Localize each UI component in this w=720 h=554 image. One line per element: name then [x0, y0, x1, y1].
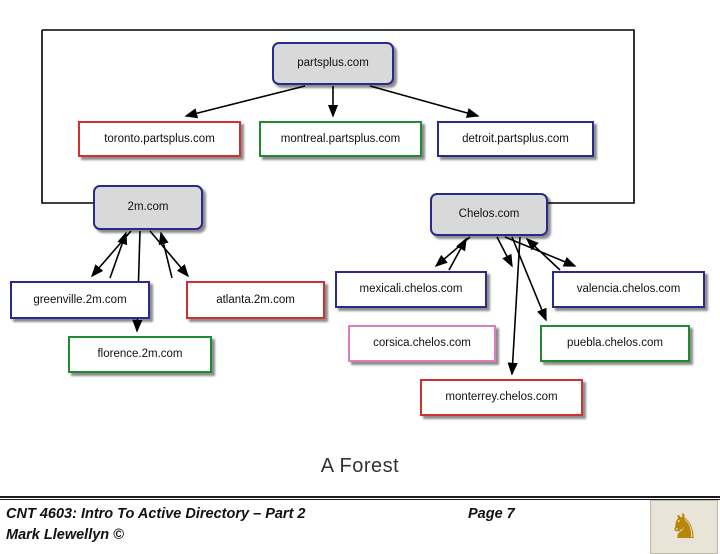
node-monterrey[interactable]: monterrey.chelos.com — [420, 379, 583, 416]
node-label: puebla.chelos.com — [567, 337, 663, 350]
footer-rule-top — [0, 496, 720, 498]
node-chelos[interactable]: Chelos.com — [430, 193, 548, 236]
node-label: toronto.partsplus.com — [104, 132, 215, 145]
node-corsica[interactable]: corsica.chelos.com — [348, 325, 496, 362]
slide-footer: CNT 4603: Intro To Active Directory – Pa… — [0, 496, 720, 554]
tree-arrows-up — [109, 231, 561, 279]
node-label: atlanta.2m.com — [216, 293, 295, 306]
node-label: 2m.com — [127, 201, 169, 214]
node-montreal[interactable]: montreal.partsplus.com — [259, 121, 422, 157]
node-label: valencia.chelos.com — [576, 283, 681, 296]
node-label: mexicali.chelos.com — [359, 283, 463, 296]
university-logo: ♞ — [650, 500, 718, 554]
footer-course-title: CNT 4603: Intro To Active Directory – Pa… — [6, 506, 306, 522]
node-puebla[interactable]: puebla.chelos.com — [540, 325, 690, 362]
forest-outline — [41, 29, 635, 204]
node-label: partsplus.com — [297, 57, 369, 70]
slide-canvas: partsplus.com toronto.partsplus.com montre… — [0, 29, 720, 554]
node-label: detroit.partsplus.com — [462, 132, 569, 145]
slide-caption: A Forest — [320, 455, 400, 477]
footer-page-number: Page 7 — [468, 506, 515, 522]
node-m2[interactable]: 2m.com — [93, 185, 203, 230]
node-atlanta[interactable]: atlanta.2m.com — [186, 281, 325, 319]
node-partsplus[interactable]: partsplus.com — [272, 42, 394, 85]
node-label: monterrey.chelos.com — [445, 391, 558, 404]
footer-rule-bottom — [0, 499, 720, 500]
footer-author: Mark Llewellyn © — [6, 527, 124, 543]
node-toronto[interactable]: toronto.partsplus.com — [78, 121, 241, 157]
node-label: greenville.2m.com — [33, 293, 127, 306]
node-label: montreal.partsplus.com — [280, 132, 401, 145]
node-mexicali[interactable]: mexicali.chelos.com — [335, 271, 487, 308]
node-valencia[interactable]: valencia.chelos.com — [552, 271, 705, 308]
node-label: Chelos.com — [458, 208, 520, 221]
node-label: florence.2m.com — [97, 348, 183, 361]
knight-mascot-icon: ♞ — [668, 508, 700, 546]
node-florence[interactable]: florence.2m.com — [68, 336, 212, 373]
node-greenville[interactable]: greenville.2m.com — [10, 281, 150, 319]
node-detroit[interactable]: detroit.partsplus.com — [437, 121, 594, 157]
node-label: corsica.chelos.com — [373, 337, 471, 350]
